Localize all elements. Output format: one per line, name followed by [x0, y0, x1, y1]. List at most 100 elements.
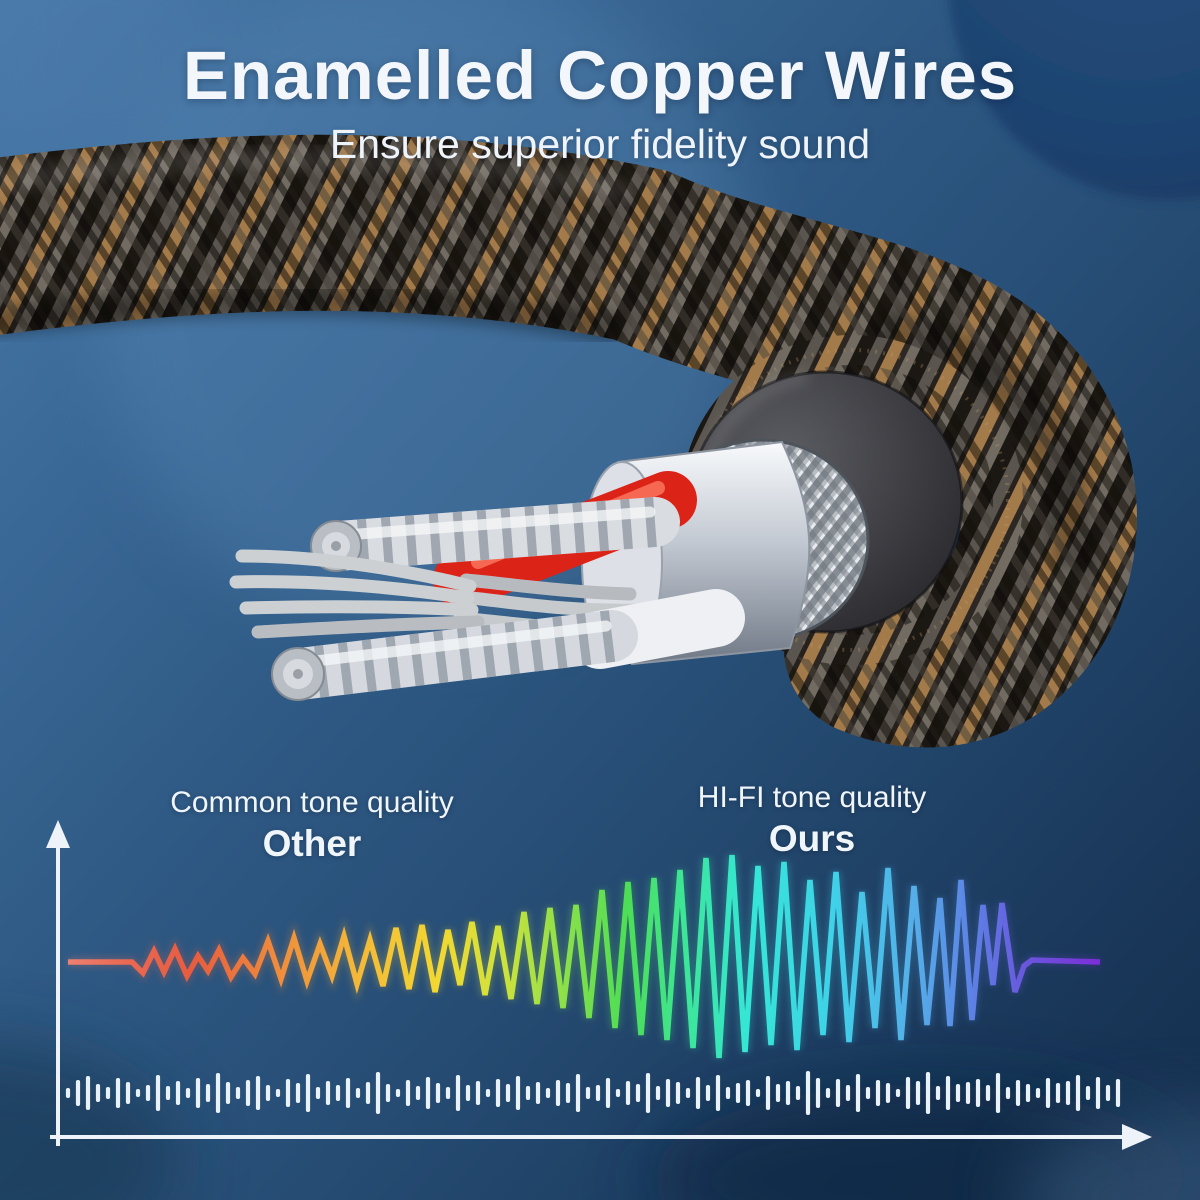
level-bar: [225, 1082, 231, 1104]
level-bar: [115, 1078, 121, 1108]
level-bar: [815, 1078, 821, 1108]
level-bar: [1115, 1079, 1121, 1107]
level-bar: [165, 1086, 171, 1100]
level-bar: [1085, 1086, 1091, 1100]
level-bar: [995, 1073, 1001, 1113]
level-bar: [745, 1080, 751, 1106]
chart-axes: [46, 820, 1152, 1150]
level-bar: [595, 1085, 601, 1101]
level-bar: [985, 1085, 991, 1101]
braided-jacket: [0, 134, 1137, 748]
level-bar: [355, 1088, 361, 1098]
level-bar: [205, 1084, 211, 1102]
level-bar: [475, 1081, 481, 1105]
level-bar: [635, 1084, 641, 1102]
level-bar: [395, 1089, 401, 1097]
level-bar: [85, 1076, 91, 1110]
label-other-caption: Common tone quality: [170, 786, 454, 819]
level-bar: [675, 1082, 681, 1104]
bokeh-corner-glow: [1020, 1110, 1200, 1200]
level-bar: [1075, 1075, 1081, 1111]
bokeh-dark-sphere: [948, 0, 1200, 200]
level-bar: [495, 1079, 501, 1107]
label-other-name: Other: [262, 823, 362, 864]
level-bar: [335, 1085, 341, 1101]
level-bar: [865, 1087, 871, 1099]
level-bar: [305, 1074, 311, 1112]
level-bar: [895, 1089, 901, 1097]
arrow-right-icon: [1122, 1124, 1152, 1150]
level-bar: [485, 1089, 491, 1097]
level-bar: [375, 1072, 381, 1114]
level-bar: [665, 1079, 671, 1107]
level-bar: [505, 1084, 511, 1102]
level-bar: [435, 1083, 441, 1103]
level-bar: [915, 1081, 921, 1105]
level-bar: [615, 1089, 621, 1097]
level-bar: [455, 1075, 461, 1111]
level-bar: [415, 1086, 421, 1100]
level-bar: [255, 1076, 261, 1110]
level-bar: [1055, 1083, 1061, 1103]
level-bar: [795, 1086, 801, 1100]
level-bar: [445, 1087, 451, 1099]
level-bar: [555, 1080, 561, 1106]
level-bar: [325, 1081, 331, 1105]
waveform-line: [68, 854, 1101, 1059]
level-bar: [725, 1087, 731, 1099]
level-bar: [315, 1087, 321, 1099]
level-bar: [295, 1083, 301, 1103]
level-bar: [685, 1088, 691, 1098]
level-bar: [575, 1074, 581, 1112]
level-bar: [245, 1080, 251, 1106]
level-bar: [345, 1078, 351, 1108]
level-bar: [755, 1089, 761, 1097]
level-bar: [585, 1087, 591, 1099]
label-ours-caption: HI-FI tone quality: [697, 781, 927, 814]
level-bar: [65, 1088, 71, 1098]
fiber-fillers-left: [229, 549, 485, 639]
level-bar: [525, 1086, 531, 1100]
level-bar: [545, 1088, 551, 1098]
level-bar: [605, 1078, 611, 1108]
level-bar: [235, 1087, 241, 1099]
level-bar: [845, 1085, 851, 1101]
level-bar: [655, 1086, 661, 1100]
level-bar: [825, 1088, 831, 1098]
header: Enamelled Copper Wires Ensure superior f…: [0, 36, 1200, 168]
level-bar: [975, 1079, 981, 1107]
level-bar: [835, 1079, 841, 1107]
level-bar: [805, 1071, 811, 1115]
level-bar: [275, 1089, 281, 1097]
copper-conductor-top: [310, 497, 680, 572]
level-bar: [945, 1076, 951, 1110]
level-bar: [465, 1085, 471, 1101]
level-bar: [1005, 1087, 1011, 1099]
level-bar: [935, 1086, 941, 1100]
level-bar: [145, 1085, 151, 1101]
level-bar: [695, 1077, 701, 1109]
level-bar: [1095, 1077, 1101, 1109]
level-bar: [1025, 1084, 1031, 1102]
level-bar: [645, 1073, 651, 1113]
page-subtitle: Ensure superior fidelity sound: [329, 121, 871, 167]
level-bar: [965, 1082, 971, 1104]
bokeh-left-shade: [0, 1042, 180, 1200]
page-title: Enamelled Copper Wires: [182, 37, 1018, 114]
level-bar: [125, 1082, 131, 1104]
level-bar: [105, 1087, 111, 1099]
level-bar: [765, 1076, 771, 1110]
level-bar: [535, 1082, 541, 1104]
audio-level-bars: [65, 1071, 1121, 1115]
level-bar: [365, 1082, 371, 1104]
level-bar: [135, 1089, 141, 1097]
level-bar: [385, 1084, 391, 1102]
level-bar: [925, 1072, 931, 1114]
level-bar: [1015, 1080, 1021, 1106]
level-bar: [705, 1085, 711, 1101]
level-bar: [955, 1084, 961, 1102]
level-bar: [1105, 1085, 1111, 1101]
